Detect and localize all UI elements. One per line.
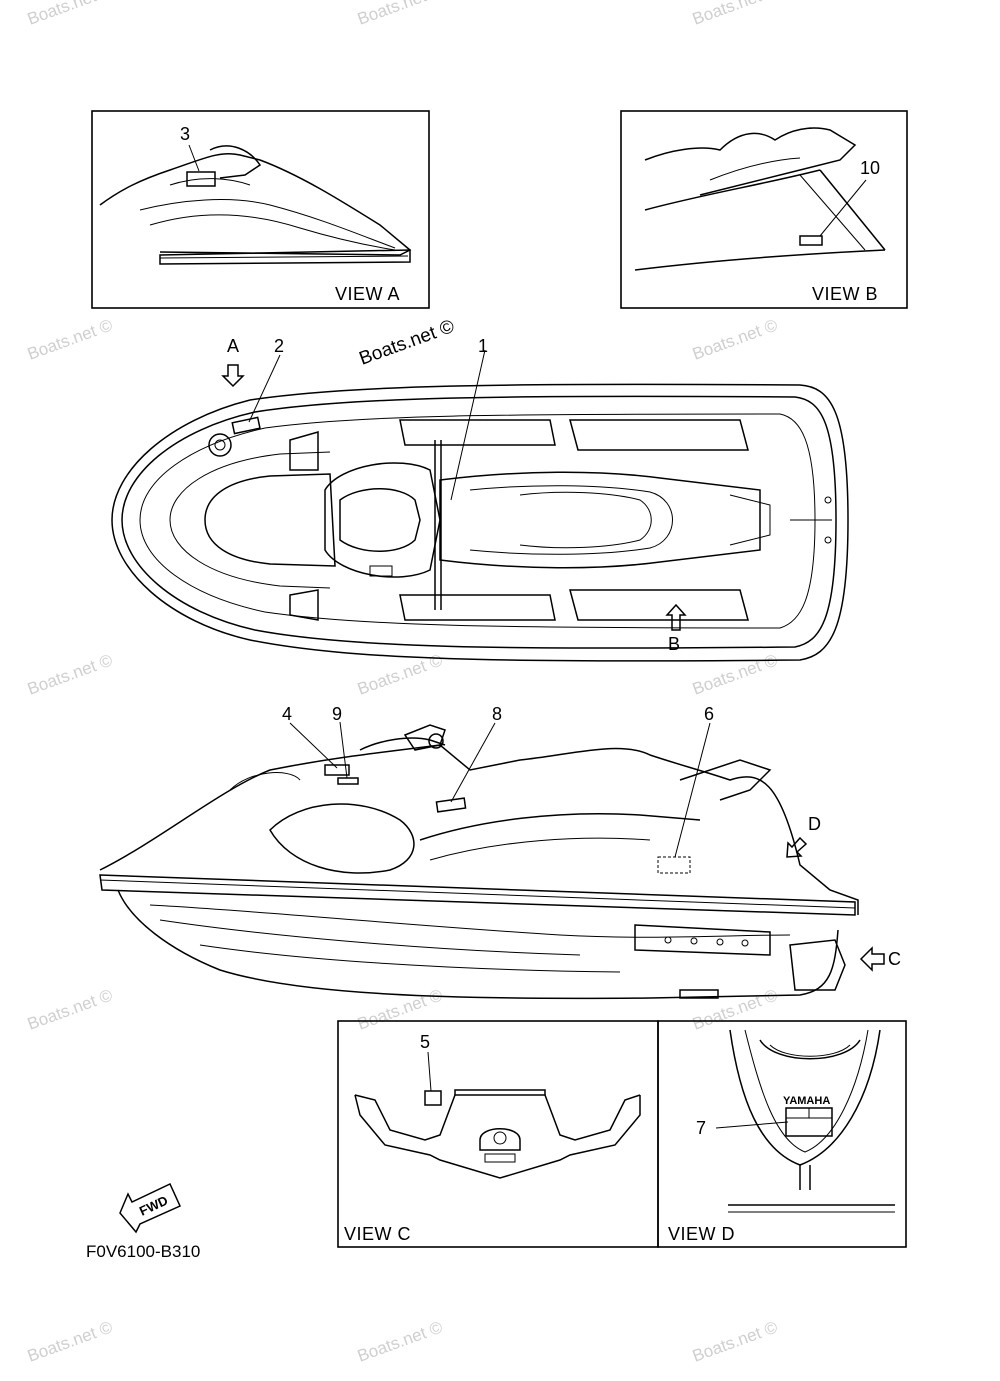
view-marker-d: D [808, 814, 821, 834]
view-d-label: VIEW D [668, 1224, 735, 1244]
callout-8: 8 [492, 704, 502, 724]
watermark-main: Boats.net © [357, 316, 458, 370]
callout-5: 5 [420, 1032, 430, 1052]
callout-3: 3 [180, 124, 190, 144]
callout-10: 10 [860, 158, 880, 178]
view-marker-b: B [668, 634, 680, 654]
watermark: Boats.net © [25, 650, 116, 698]
watermark: Boats.net © [690, 1317, 781, 1365]
view-marker-a: A [227, 336, 239, 356]
arrow-diagonal-icon [786, 836, 808, 858]
callout-6: 6 [704, 704, 714, 724]
watermark: Boats.net © [690, 985, 781, 1033]
arrow-down-icon [221, 364, 245, 388]
watermark: Boats.net © [690, 315, 781, 363]
watermark: Boats.net © [355, 0, 446, 29]
callout-4: 4 [282, 704, 292, 724]
callout-1: 1 [478, 336, 488, 356]
callout-9: 9 [332, 704, 342, 724]
top-view-watercraft: 1 2 A B [111, 336, 849, 662]
watermark: Boats.net © [25, 0, 116, 29]
side-view-watercraft: 4 9 8 6 D C [99, 704, 901, 1000]
watermark: Boats.net © [355, 1317, 446, 1365]
watermark: Boats.net © [25, 315, 116, 363]
view-marker-c: C [888, 949, 901, 969]
view-c-label: VIEW C [344, 1224, 411, 1244]
fwd-arrow: FWD [119, 1182, 181, 1234]
watermark: Boats.net © [690, 650, 781, 698]
diagram-code: F0V6100-B310 [86, 1242, 200, 1261]
watermark: Boats.net © [25, 1317, 116, 1365]
brand-plate-label: YAMAHA [783, 1095, 830, 1107]
arrow-left-icon [859, 946, 885, 972]
view-d-panel: YAMAHA 7 VIEW D [657, 1020, 907, 1248]
view-a-label: VIEW A [335, 284, 400, 304]
view-a-panel: 3 VIEW A [91, 110, 430, 309]
callout-7: 7 [696, 1118, 706, 1138]
view-b-label: VIEW B [812, 284, 878, 304]
callout-2: 2 [274, 336, 284, 356]
watermark: Boats.net © [25, 985, 116, 1033]
view-b-panel: 10 VIEW B [620, 110, 908, 309]
fwd-arrow-icon [119, 1182, 181, 1234]
watermark: Boats.net © [690, 0, 781, 29]
arrow-up-icon [665, 603, 687, 631]
view-c-panel: 5 VIEW C [337, 1020, 659, 1248]
